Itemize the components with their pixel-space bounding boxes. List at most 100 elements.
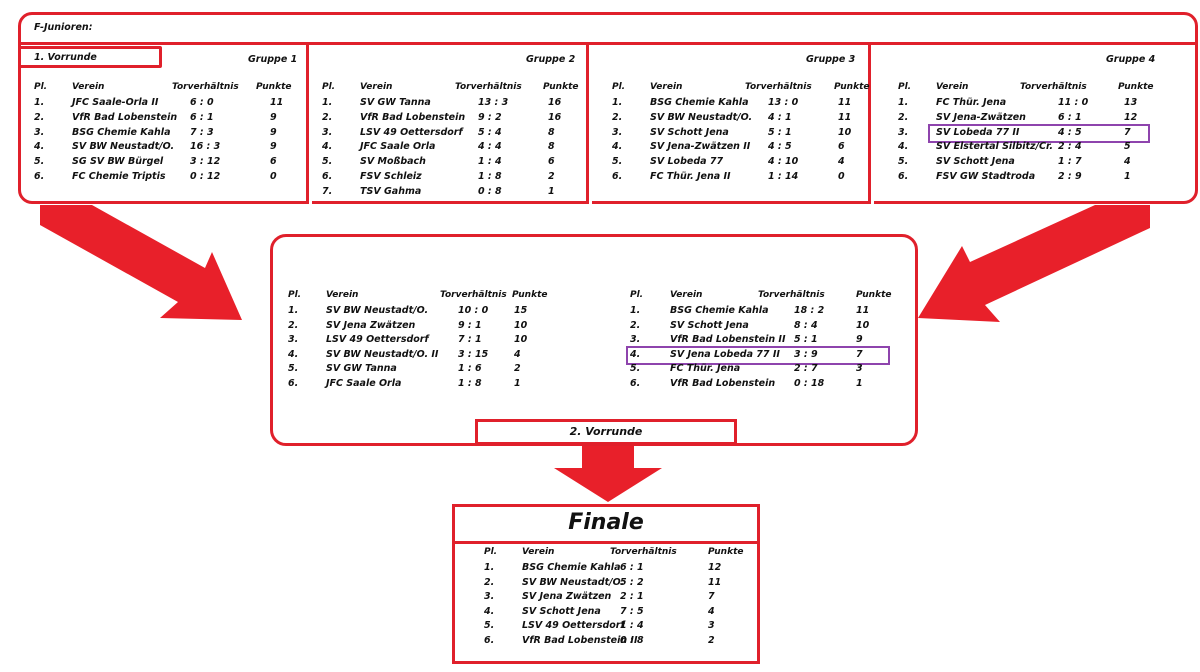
row-goals: 1 : 8	[458, 378, 482, 389]
row-points: 6	[270, 156, 277, 168]
row-place: 2.	[630, 319, 641, 331]
col-header-punkte: Punkte	[834, 82, 870, 92]
row-place: 2.	[898, 111, 909, 123]
row-goals: 4 : 1	[768, 111, 792, 123]
row-points: 10	[514, 334, 528, 346]
row-place: 4.	[630, 348, 641, 360]
row-team: BSG Chemie Kahla	[670, 305, 769, 316]
row-points: 4	[514, 348, 521, 360]
row-team: SV Jena-Zwätzen II	[650, 141, 751, 153]
row-team: BSG Chemie Kahla	[522, 562, 621, 573]
row-points: 8	[548, 126, 555, 138]
row-points: 4	[838, 156, 845, 168]
col-header-tore: Torverhältnis	[1020, 82, 1087, 92]
row-goals: 0 : 18	[794, 378, 825, 389]
row-points: 10	[514, 319, 528, 331]
row-points: 0	[270, 171, 277, 182]
col-header-pl: Pl.	[322, 82, 336, 92]
col-header-verein: Verein	[650, 82, 683, 92]
round2-label: 2. Vorrunde	[569, 425, 643, 438]
row-team: SV Lobeda 77	[650, 156, 724, 168]
row-team: FC Thür. Jena	[670, 363, 741, 375]
col-header-verein: Verein	[936, 82, 969, 92]
row-goals: 5 : 2	[620, 576, 644, 588]
row-goals: 2 : 7	[794, 363, 818, 375]
col-header-verein: Verein	[522, 547, 555, 557]
group-title: Gruppe 2	[526, 54, 576, 65]
row-place: 1.	[630, 305, 641, 316]
row-goals: 7 : 3	[190, 126, 214, 138]
round1-label: 1. Vorrunde	[34, 52, 97, 63]
row-goals: 3 : 12	[190, 156, 221, 168]
row-points: 11	[838, 111, 852, 123]
row-points: 4	[1124, 156, 1131, 168]
row-points: 1	[1124, 171, 1131, 182]
row-points: 12	[1124, 111, 1138, 123]
row-place: 5.	[612, 156, 623, 168]
row-goals: 1 : 8	[478, 171, 502, 182]
col-header-pl: Pl.	[612, 82, 626, 92]
row-place: 4.	[288, 348, 299, 360]
row-place: 1.	[34, 97, 45, 108]
row-place: 4.	[484, 605, 495, 617]
row-goals: 0 : 8	[478, 185, 502, 197]
section-title: F-Junioren:	[34, 22, 93, 33]
row-goals: 9 : 2	[478, 111, 502, 123]
row-goals: 5 : 4	[478, 126, 502, 138]
row-place: 4.	[34, 141, 45, 153]
col-header-verein: Verein	[326, 290, 359, 300]
group-divider	[306, 44, 312, 204]
col-header-pl: Pl.	[484, 547, 498, 557]
row-place: 5.	[34, 156, 45, 168]
row-team: VfR Bad Lobenstein	[360, 111, 466, 123]
row-goals: 0 : 8	[620, 635, 644, 646]
row-team: SV Jena-Zwätzen	[936, 111, 1026, 123]
header-divider	[18, 42, 1198, 45]
row-goals: 1 : 14	[768, 171, 799, 182]
row-team: BSG Chemie Kahla	[72, 126, 171, 138]
col-header-tore: Torverhältnis	[758, 290, 825, 300]
row-goals: 4 : 10	[768, 156, 799, 168]
row-points: 1	[856, 378, 863, 389]
row-place: 1.	[484, 562, 495, 573]
row-goals: 18 : 2	[794, 305, 825, 316]
row-place: 5.	[898, 156, 909, 168]
row-team: FC Thür. Jena	[936, 97, 1007, 108]
row-place: 5.	[484, 620, 495, 632]
row-team: SV Jena Zwätzen	[326, 319, 416, 331]
highlight-box	[928, 123, 1150, 143]
row-place: 6.	[898, 171, 909, 182]
row-goals: 1 : 4	[478, 156, 502, 168]
col-header-pl: Pl.	[288, 290, 302, 300]
arrow-right-icon	[918, 205, 1150, 322]
row-team: FSV Schleiz	[360, 171, 422, 182]
col-header-punkte: Punkte	[1118, 82, 1154, 92]
row-place: 3.	[898, 126, 909, 138]
final-label-box	[452, 504, 760, 544]
row-place: 3.	[612, 126, 623, 138]
row-place: 7.	[322, 185, 333, 197]
row-place: 4.	[612, 141, 623, 153]
row-points: 8	[548, 141, 555, 153]
row-points: 11	[270, 97, 284, 108]
row-points: 2	[548, 171, 555, 182]
row-place: 6.	[612, 171, 623, 182]
col-header-verein: Verein	[670, 290, 703, 300]
row-goals: 4 : 4	[478, 141, 502, 153]
row-team: BSG Chemie Kahla	[650, 97, 749, 108]
row-place: 2.	[288, 319, 299, 331]
row-team: VfR Bad Lobenstein II	[522, 635, 638, 646]
row-goals: 8 : 4	[794, 319, 818, 331]
row-goals: 13 : 0	[768, 97, 799, 108]
row-team: SV Jena Lobeda 77 II	[670, 348, 780, 360]
group-title: Gruppe 4	[1106, 54, 1156, 65]
row-points: 11	[856, 305, 870, 316]
arrow-left-icon	[40, 205, 242, 320]
row-place: 5.	[630, 363, 641, 375]
row-team: LSV 49 Oettersdorf	[360, 126, 463, 138]
row-place: 3.	[484, 591, 495, 603]
row-team: FC Chemie Triptis	[72, 171, 166, 182]
row-place: 2.	[322, 111, 333, 123]
second-round-container	[270, 234, 918, 446]
